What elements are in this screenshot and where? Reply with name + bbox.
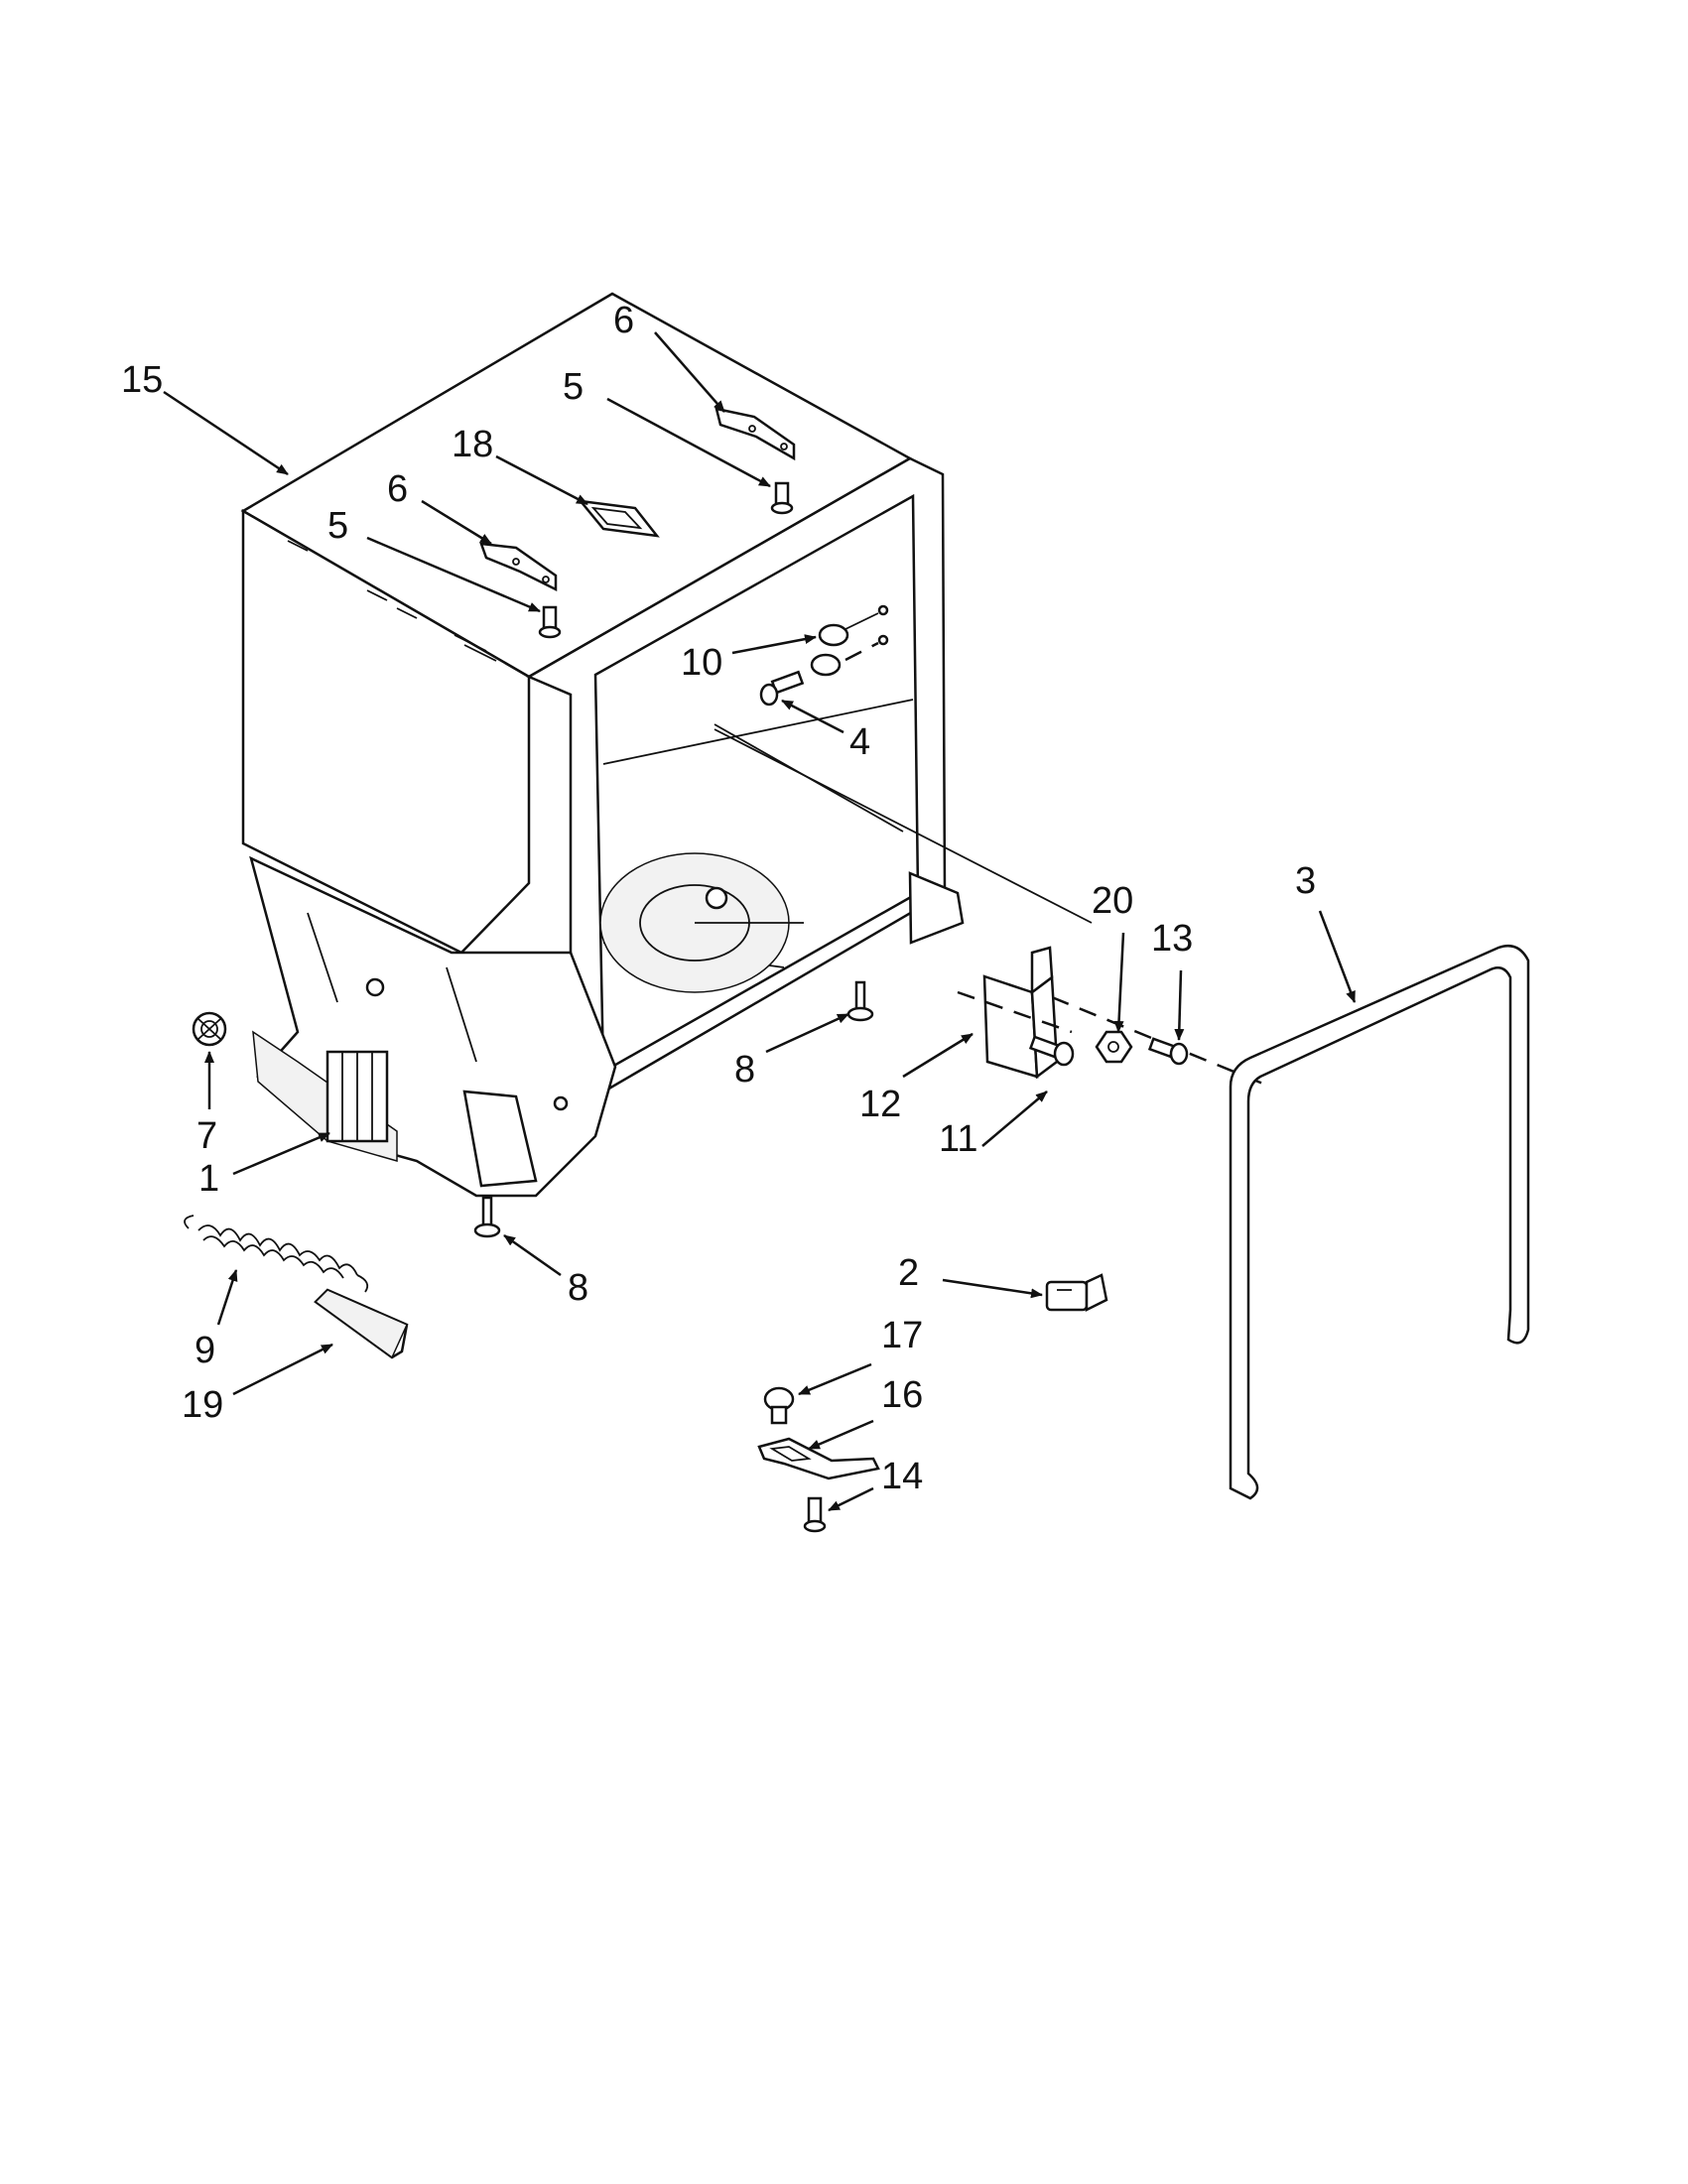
leader-1 (232, 1131, 330, 1176)
callout-19: 19 (182, 1384, 223, 1426)
callout-1: 1 (198, 1158, 219, 1200)
leader-19 (232, 1343, 333, 1396)
callout-4: 4 (849, 721, 870, 763)
callout-9: 9 (195, 1330, 215, 1371)
screw-13 (1147, 1037, 1189, 1066)
leader-9 (216, 1269, 238, 1326)
leader-20 (1113, 932, 1125, 1033)
leader-11 (981, 1091, 1048, 1147)
mounting-bracket-lower (479, 542, 558, 592)
panel-mark (287, 540, 309, 552)
leader-lines (163, 331, 1357, 1512)
callout-6: 6 (613, 300, 634, 341)
callout-15: 15 (121, 359, 163, 401)
callout-7: 7 (196, 1115, 217, 1157)
leader-6b (421, 499, 492, 546)
callout-13: 13 (1151, 918, 1193, 960)
screw-5-right (770, 481, 794, 515)
leader-12 (902, 1032, 974, 1079)
panel-mark (366, 589, 388, 601)
panel-mark (463, 644, 497, 662)
callout-8: 8 (734, 1049, 755, 1091)
callout-8: 8 (568, 1267, 588, 1309)
strike-roller-upper (818, 623, 849, 647)
assembly-guide-dashed (1051, 995, 1271, 1089)
callout-18: 18 (452, 424, 493, 465)
leader-5a (606, 397, 771, 488)
screw-4 (759, 670, 805, 707)
callout-14: 14 (881, 1456, 923, 1497)
panel-mark (454, 634, 487, 652)
gasket-outline (1229, 944, 1530, 1500)
leader-5b (366, 536, 541, 613)
grommet-7 (192, 1011, 227, 1047)
callout-5: 5 (327, 505, 348, 547)
plug-18 (578, 499, 660, 538)
leader-18 (495, 454, 588, 506)
leader-8b (503, 1233, 562, 1277)
callout-11: 11 (939, 1118, 977, 1160)
leader-17 (798, 1362, 872, 1396)
panel-mark (396, 607, 418, 619)
bracket-16 (757, 1437, 880, 1480)
leader-8a (765, 1012, 849, 1054)
tub-interior-edge (602, 699, 914, 765)
door-gasket-3 (1229, 944, 1530, 1500)
screw-14 (803, 1496, 827, 1533)
clip-17 (763, 1386, 795, 1425)
callout-5: 5 (563, 366, 584, 408)
mounting-bracket-6-right (714, 407, 796, 461)
callout-10: 10 (681, 642, 722, 684)
callout-2: 2 (898, 1252, 919, 1294)
mounting-bracket-upper (714, 407, 796, 461)
screw-11 (1028, 1035, 1075, 1067)
callout-labels: 15 6 5 18 6 5 10 4 20 13 3 8 12 11 7 1 8… (121, 300, 1316, 1497)
screw-head (538, 625, 562, 639)
callout-20: 20 (1092, 880, 1133, 922)
leveling-leg-lower (473, 1196, 501, 1238)
base-pin (553, 1095, 569, 1111)
bracket-12-side (1030, 974, 1059, 1080)
base-rib (446, 966, 477, 1063)
leader-15 (163, 390, 289, 476)
screw-4-head (759, 683, 779, 707)
base-screw-hole (365, 977, 385, 997)
base-rib (307, 912, 338, 1003)
leader-3 (1318, 910, 1357, 1003)
screw-shank (542, 605, 558, 631)
strike-roller-lower (810, 653, 842, 677)
spring-9 (184, 1215, 369, 1293)
callout-6: 6 (387, 468, 408, 510)
leveling-leg-upper (846, 980, 874, 1022)
callout-16: 16 (881, 1374, 923, 1416)
leader-6a (654, 331, 725, 413)
strike-10 (810, 604, 889, 677)
base-bracket (462, 1090, 538, 1188)
callout-3: 3 (1295, 860, 1316, 902)
leader-16 (808, 1419, 874, 1451)
leader-13 (1174, 969, 1185, 1041)
screw-5-left (538, 605, 562, 639)
screw-head (770, 501, 794, 515)
leader-2 (942, 1278, 1043, 1299)
leader-4 (781, 699, 844, 734)
mounting-bracket-6-left (479, 542, 558, 592)
clip-2 (1045, 1273, 1108, 1313)
callout-12: 12 (859, 1084, 901, 1125)
bracket-12-face (982, 974, 1039, 1079)
callout-17: 17 (881, 1315, 923, 1356)
pad-19 (314, 1288, 409, 1359)
leader-10 (731, 634, 817, 655)
assembly-guide-line (714, 728, 1093, 924)
sump-fitting (705, 886, 728, 910)
screw-shank (774, 481, 790, 507)
tub-frame-foot (908, 871, 965, 945)
bracket-12-tab (1030, 946, 1054, 995)
leader-14 (828, 1486, 874, 1512)
nut-20 (1095, 1030, 1133, 1064)
